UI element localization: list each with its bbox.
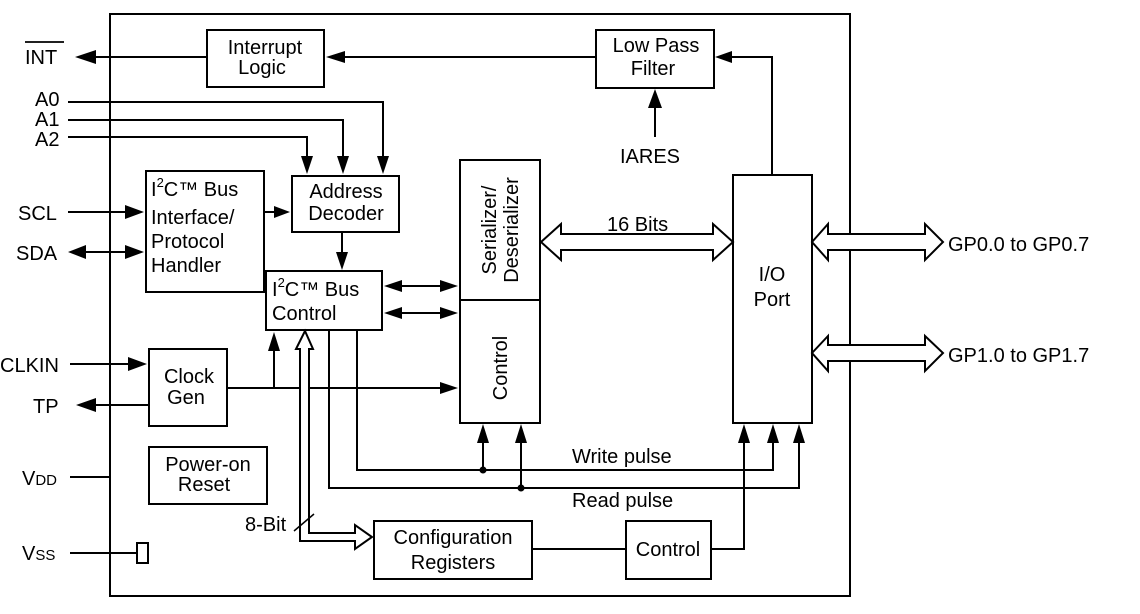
pin-gp0: GP0.0 to GP0.7 — [948, 234, 1089, 256]
pin-vdd: VDD — [22, 468, 57, 490]
pin-clkin: CLKIN — [0, 355, 59, 377]
svg-text:Filter: Filter — [631, 58, 676, 80]
pin-a1: A1 — [35, 109, 59, 131]
a0-line — [68, 101, 389, 174]
io-to-lpf — [715, 51, 773, 175]
interrupt-logic-block: Interrupt Logic — [206, 29, 325, 88]
svg-text:Interface/: Interface/ — [151, 207, 235, 229]
label-read-pulse: Read pulse — [572, 490, 673, 512]
svg-text:Reset: Reset — [178, 474, 231, 496]
lpf-to-interrupt — [326, 51, 596, 63]
label-8-bit: 8-Bit — [245, 514, 287, 536]
label-16-bits: 16 Bits — [607, 214, 668, 236]
vss-line — [70, 542, 149, 564]
low-pass-filter-block: Low Pass Filter — [595, 29, 715, 89]
interface-to-decoder — [264, 206, 290, 218]
svg-text:Logic: Logic — [238, 57, 286, 79]
write-pulse-net — [356, 331, 779, 474]
serializer-deserializer-block: Serializer/ Deserializer — [459, 159, 541, 301]
pin-vss: VSS — [22, 543, 55, 565]
sda-line — [68, 245, 144, 259]
pin-int: INT — [25, 41, 64, 69]
pin-tp: TP — [33, 396, 59, 418]
int-signal — [75, 50, 207, 64]
svg-text:Address: Address — [309, 181, 382, 203]
a2-line — [68, 136, 313, 174]
svg-text:Control: Control — [636, 539, 700, 561]
svg-text:INT: INT — [25, 47, 57, 69]
power-on-reset-block: Power-on Reset — [148, 446, 268, 505]
decoder-to-control — [336, 232, 348, 270]
pin-sda: SDA — [16, 243, 58, 265]
svg-text:I/O: I/O — [759, 264, 786, 286]
i2c-bus-control-block: I2C™ Bus Control — [265, 270, 383, 331]
svg-text:Power-on: Power-on — [165, 454, 251, 476]
control-small-block: Control — [625, 520, 712, 580]
svg-text:Serializer/: Serializer/ — [479, 185, 501, 274]
clkin-line — [70, 357, 147, 371]
iares-signal — [648, 89, 662, 137]
svg-text:Clock: Clock — [164, 366, 215, 388]
svg-text:Interrupt: Interrupt — [228, 37, 303, 59]
svg-text:Decoder: Decoder — [308, 203, 384, 225]
pin-gp1: GP1.0 to GP1.7 — [948, 345, 1089, 367]
tp-line — [76, 398, 149, 412]
pin-a0: A0 — [35, 89, 59, 111]
read-pulse-net — [328, 331, 805, 492]
svg-text:Protocol: Protocol — [151, 231, 224, 253]
bus-gp1 — [810, 333, 945, 374]
pin-a2: A2 — [35, 129, 59, 151]
address-decoder-block: Address Decoder — [291, 175, 400, 233]
svg-text:Control: Control — [490, 336, 512, 400]
chip-boundary — [109, 13, 851, 597]
bus-16-bits — [539, 221, 735, 263]
pin-iares: IARES — [620, 146, 680, 168]
config-control-net — [532, 424, 750, 550]
svg-text:I2C™ Bus: I2C™ Bus — [151, 175, 238, 201]
i2c-bus-interface-block: I2C™ Bus Interface/ Protocol Handler — [145, 170, 265, 293]
svg-text:Low Pass: Low Pass — [613, 35, 700, 57]
svg-text:Registers: Registers — [411, 552, 495, 574]
bus-8-bit-slash — [293, 513, 315, 532]
control-vertical-block: Control — [459, 299, 541, 424]
clock-gen-block: Clock Gen — [148, 348, 228, 427]
a1-line — [68, 119, 349, 174]
svg-text:Configuration: Configuration — [394, 527, 513, 549]
configuration-registers-block: Configuration Registers — [373, 520, 533, 580]
bus-gp0 — [810, 221, 945, 263]
scl-line — [68, 205, 144, 219]
svg-text:Control: Control — [272, 303, 336, 325]
svg-text:I2C™ Bus: I2C™ Bus — [272, 275, 359, 301]
svg-text:Deserializer: Deserializer — [501, 177, 523, 283]
io-port-block: I/O Port — [732, 174, 813, 424]
svg-text:Gen: Gen — [167, 387, 205, 409]
label-write-pulse: Write pulse — [572, 446, 672, 468]
clock-distribution — [227, 332, 458, 394]
svg-text:Handler: Handler — [151, 255, 221, 277]
svg-text:Port: Port — [754, 289, 791, 311]
pin-scl: SCL — [18, 203, 57, 225]
control-serdes-link-2 — [384, 307, 458, 319]
bus-8-bit — [294, 328, 374, 551]
control-serdes-link-1 — [384, 280, 458, 292]
